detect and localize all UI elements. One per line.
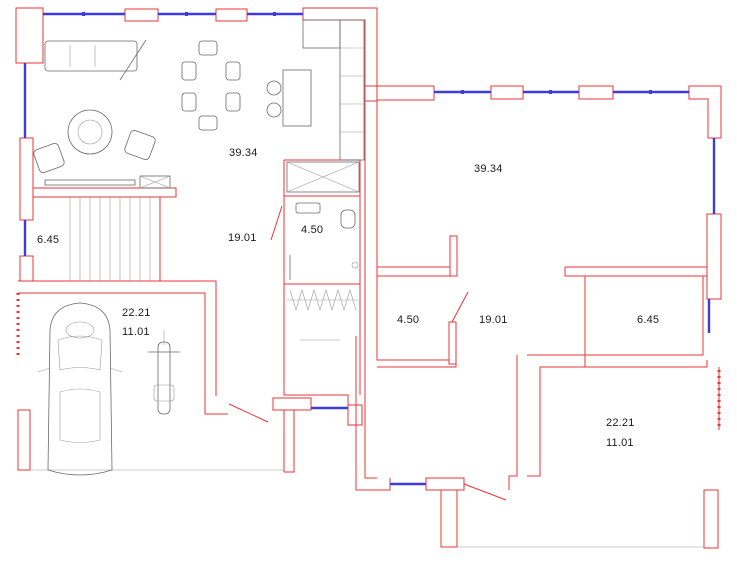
right-stair-top <box>564 266 708 277</box>
right-bath-area-label: 4.50 <box>397 314 419 326</box>
dining-chair-icon <box>181 92 197 112</box>
dining-chair-icon <box>225 92 241 112</box>
left-hall-door <box>270 205 283 241</box>
bar-stool-icon <box>266 102 282 118</box>
right-bath-door <box>451 291 469 323</box>
floor-lamp-icon <box>119 39 147 81</box>
left-garage-west-wall <box>17 409 31 471</box>
left-top-pier-1 <box>15 7 44 64</box>
storage-box-icon <box>139 175 171 189</box>
right-door-lintel <box>425 477 465 491</box>
right-living-area-label: 39.34 <box>474 163 503 175</box>
armchair-icon <box>124 130 156 160</box>
sink-icon <box>295 202 321 214</box>
coffee-table-icon <box>67 109 113 155</box>
right-garage-area-label-1: 22.21 <box>606 417 635 429</box>
left-garage-inner <box>18 280 217 396</box>
right-west-wall-2 <box>364 101 377 479</box>
left-unit-walls <box>15 7 378 473</box>
left-outer-wall-mid <box>19 255 34 282</box>
left-bath-area-label: 4.50 <box>301 224 323 236</box>
tv-console-icon <box>44 179 136 186</box>
left-bath-walls <box>283 160 349 410</box>
right-bottom-pier <box>440 489 458 548</box>
left-living-area-label: 39.34 <box>229 147 258 159</box>
left-unit-windows <box>23 12 348 410</box>
right-garage-inner <box>540 360 708 368</box>
left-bath-top <box>284 159 361 395</box>
dining-chair-icon <box>225 61 241 81</box>
toilet-icon <box>340 209 356 229</box>
right-top-pier-3 <box>578 85 614 100</box>
sofa-icon <box>44 40 138 72</box>
right-bath-box <box>376 267 449 361</box>
dining-chair-icon <box>198 40 218 56</box>
right-garage-west <box>508 355 518 490</box>
bar-stool-icon <box>266 80 282 96</box>
right-west-wall <box>376 100 450 268</box>
right-east-wall-lower <box>703 489 719 549</box>
dining-chair-icon <box>198 115 218 131</box>
right-garage-area-label-2: 11.01 <box>606 437 634 449</box>
right-top-pier-1 <box>376 85 435 101</box>
wardrobe-icon <box>286 161 360 193</box>
staircase-icon <box>69 197 151 281</box>
left-door-swing <box>228 403 269 423</box>
right-garage-top <box>527 354 586 477</box>
kitchen-counter-icon <box>339 19 365 161</box>
right-unit-walls <box>355 85 722 549</box>
right-top-right-corner <box>688 85 722 139</box>
car-icon <box>37 302 123 476</box>
right-stub-1 <box>449 235 458 277</box>
left-top-pier-3 <box>215 8 248 22</box>
motorcycle-icon <box>148 330 180 415</box>
left-garage-top-wall <box>18 292 228 415</box>
left-top-pier-2 <box>124 8 159 22</box>
fridge-icon <box>302 19 341 49</box>
right-door-swing <box>463 483 507 501</box>
left-stair-top <box>33 187 177 198</box>
right-stub-2 <box>448 321 457 365</box>
right-stair-area-label: 6.45 <box>637 314 659 326</box>
armchair-icon <box>33 143 65 173</box>
kitchen-island-icon <box>282 69 312 127</box>
left-hall-area-label: 19.01 <box>228 232 257 244</box>
left-outer-wall-upper <box>19 137 34 221</box>
left-unit-furniture <box>33 19 365 476</box>
left-door-lintel <box>272 397 312 411</box>
left-stair-area-label: 6.45 <box>37 234 59 246</box>
right-east-wall <box>706 213 722 300</box>
left-unit-east-wall-lower <box>347 404 363 426</box>
right-hall-lower <box>377 364 457 368</box>
right-hall-area-label: 19.01 <box>479 314 508 326</box>
left-garage-area-label-1: 22.21 <box>122 307 151 319</box>
left-unit-east-wall <box>364 85 378 102</box>
right-unit-windows <box>16 90 721 486</box>
right-top-pier-2 <box>490 85 524 100</box>
left-garage-area-label-2: 11.01 <box>122 326 150 338</box>
right-stair-room <box>584 275 704 356</box>
dining-chair-icon <box>181 61 197 81</box>
left-garage-east-pier <box>283 409 295 473</box>
